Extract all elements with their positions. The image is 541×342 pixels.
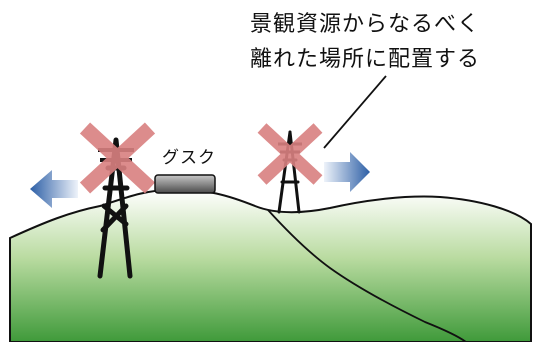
ridge-line bbox=[267, 209, 467, 342]
right-cross-icon bbox=[257, 123, 323, 185]
callout-text-line-2: 離れた場所に配置する bbox=[250, 47, 480, 72]
callout-text-line-1: 景観資源からなるべく bbox=[250, 12, 480, 37]
left-arrow-icon bbox=[30, 170, 78, 208]
left-cross-icon bbox=[79, 122, 156, 194]
callout-leader-line bbox=[323, 75, 387, 149]
gusuku-label: グスク bbox=[162, 148, 216, 168]
hill bbox=[9, 188, 532, 342]
gusuku-box bbox=[154, 174, 216, 194]
right-arrow-icon bbox=[324, 152, 370, 192]
